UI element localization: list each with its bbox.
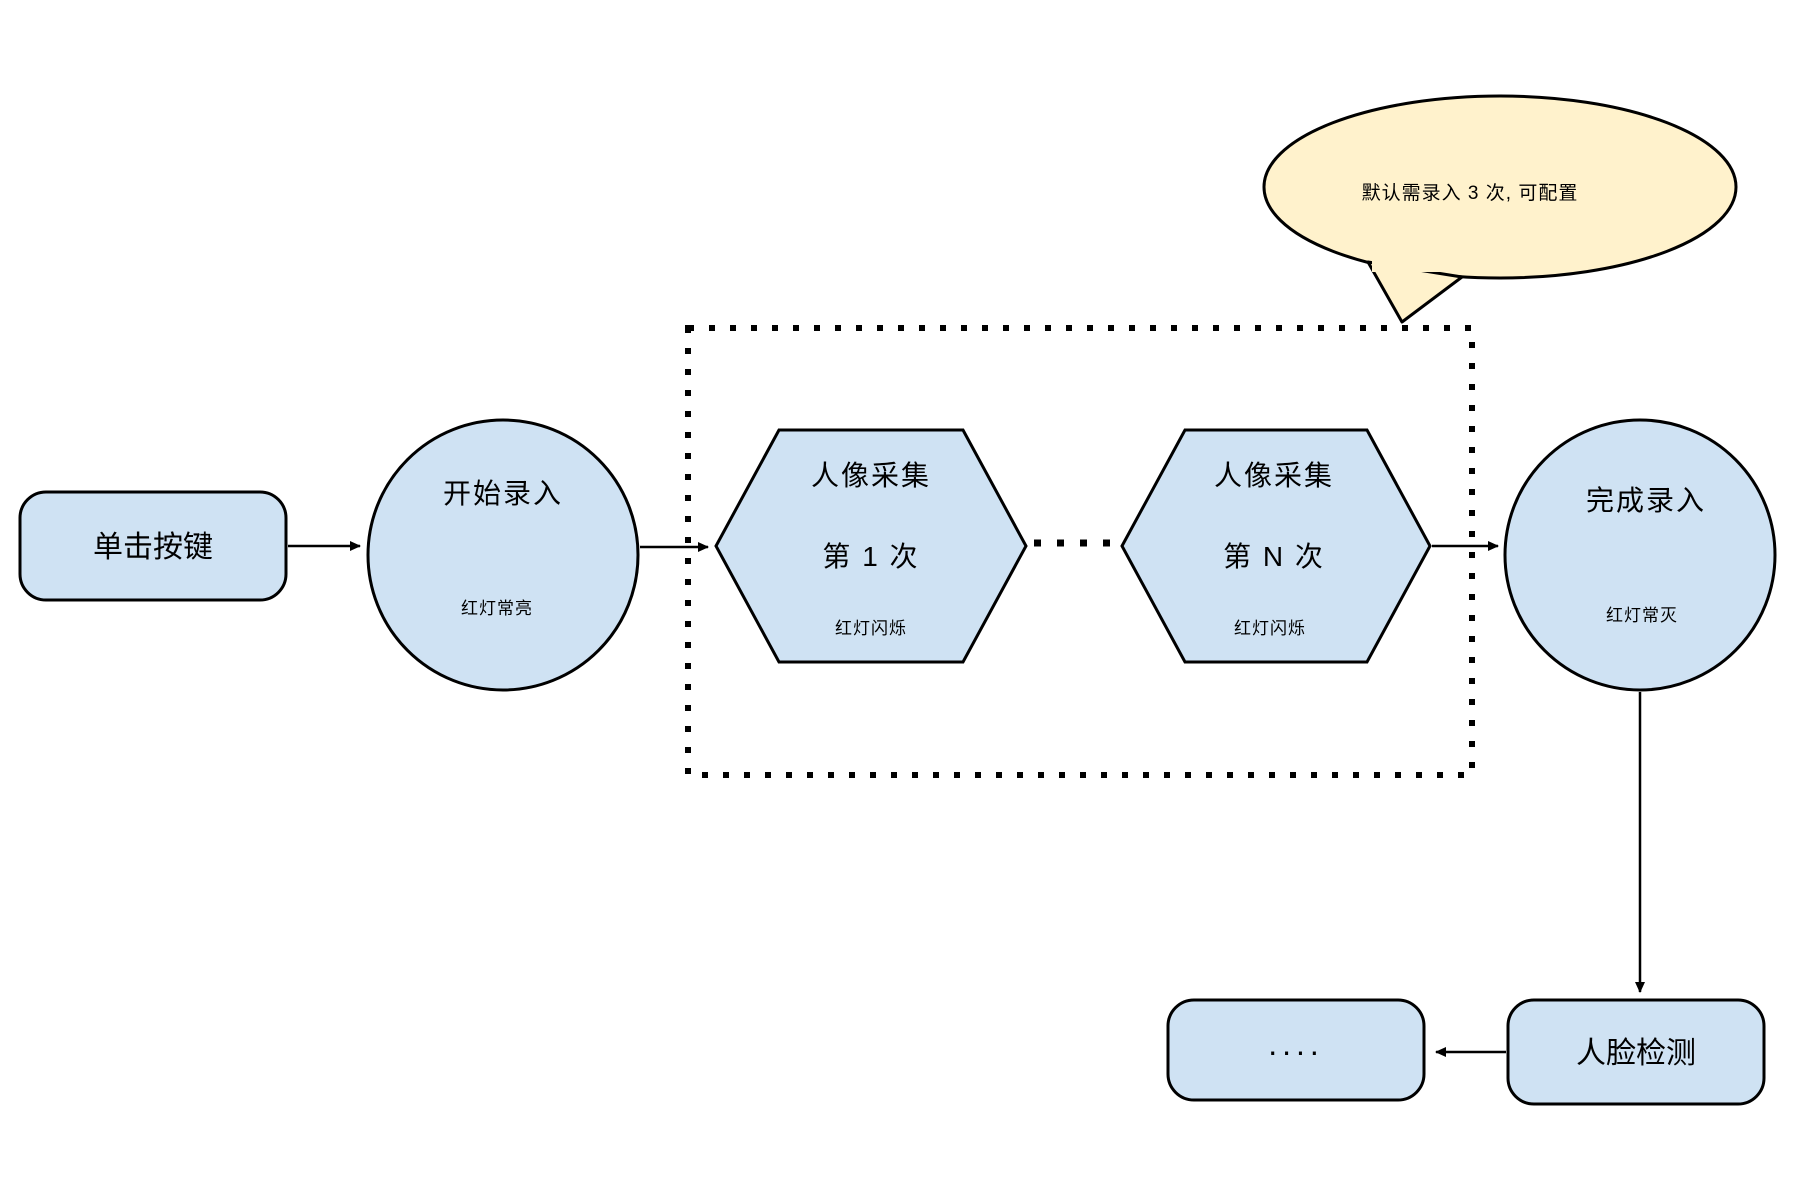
node-capture-nth: 人像采集 第 N 次 红灯闪烁	[1120, 428, 1432, 664]
callout-text: 默认需录入 3 次, 可配置	[1362, 182, 1579, 204]
click-button-label: 单击按键	[93, 531, 213, 564]
capture-nth-line2: 第 N 次	[1223, 541, 1325, 572]
ellipsis-shape	[1166, 998, 1426, 1102]
face-detect-shape	[1506, 998, 1766, 1106]
node-ellipsis: ....	[1166, 998, 1426, 1102]
node-face-detect: 人脸检测	[1506, 998, 1766, 1106]
finish-entry-subtitle: 红灯常灭	[1606, 606, 1678, 625]
repeat-region-dotted-border	[685, 325, 1475, 778]
callout-bubble: 默认需录入 3 次, 可配置	[1262, 94, 1738, 324]
start-entry-subtitle: 红灯常亮	[461, 599, 533, 618]
node-click-button: 单击按键	[18, 490, 288, 602]
capture-nth-subtitle: 红灯闪烁	[1234, 619, 1306, 638]
start-entry-shape	[366, 418, 640, 692]
start-entry-title: 开始录入	[443, 478, 563, 509]
capture-first-subtitle: 红灯闪烁	[835, 619, 907, 638]
capture-nth-shape	[1120, 428, 1432, 664]
capture-nth-title: 人像采集	[1214, 460, 1334, 491]
click-button-shape	[18, 490, 288, 602]
node-start-entry: 开始录入 红灯常亮	[366, 418, 640, 692]
node-capture-first: 人像采集 第 1 次 红灯闪烁	[714, 428, 1028, 664]
finish-entry-title: 完成录入	[1586, 485, 1706, 516]
capture-first-line2: 第 1 次	[822, 541, 919, 572]
capture-first-shape	[714, 428, 1028, 664]
node-finish-entry: 完成录入 红灯常灭	[1503, 418, 1777, 692]
capture-first-title: 人像采集	[811, 460, 931, 491]
callout-ellipse	[1262, 94, 1738, 280]
face-detect-label: 人脸检测	[1576, 1037, 1696, 1070]
ellipsis-label: ....	[1268, 1026, 1324, 1062]
callout-tail-mask	[1372, 250, 1458, 272]
finish-entry-shape	[1503, 418, 1777, 692]
